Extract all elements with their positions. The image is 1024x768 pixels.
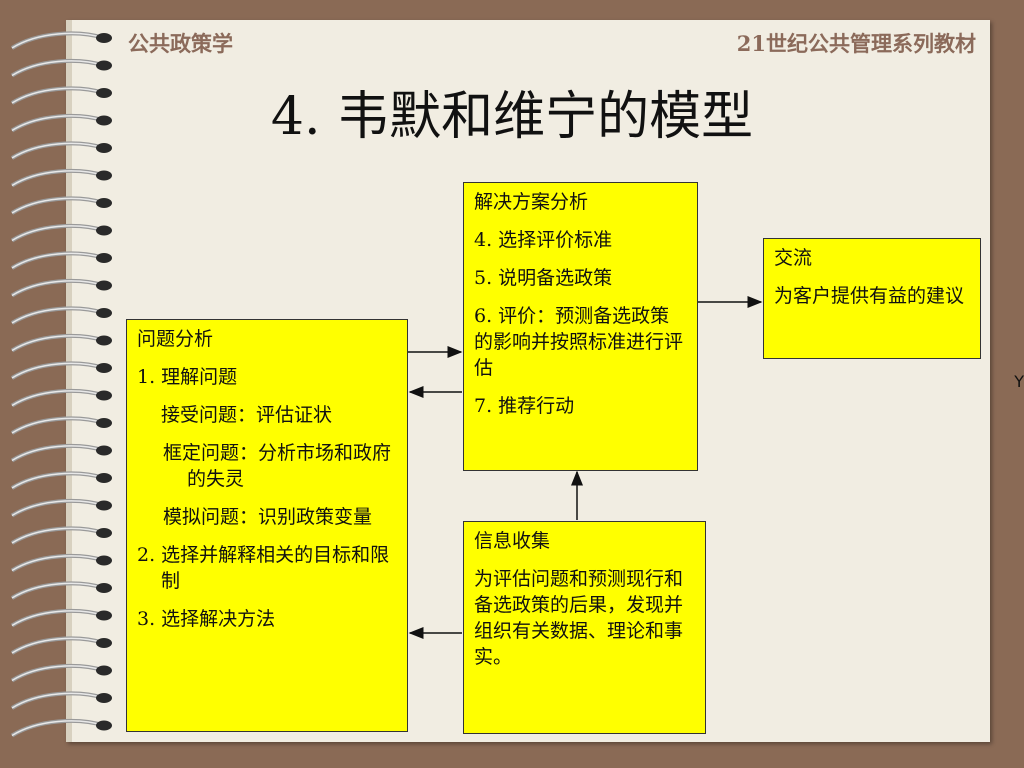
edge-mark: Y [1014, 372, 1024, 391]
spiral-ring-highlight [11, 555, 105, 572]
spiral-binding [10, 31, 112, 738]
problem-sub-1: 接受问题：评估证状 [161, 404, 333, 426]
problem-item-3: 3. 选择解决方法 [137, 608, 276, 630]
solution-item-7: 7. 推荐行动 [474, 395, 575, 417]
problem-item-2: 2. 选择并解释相关的目标和限制 [137, 544, 390, 592]
spiral-ring-highlight [11, 225, 105, 242]
spiral-ring-highlight [11, 445, 105, 462]
communication-heading: 交流 [774, 247, 813, 269]
spiral-hole [96, 33, 112, 43]
spiral-ring-highlight [11, 582, 105, 599]
spiral-hole [96, 60, 112, 71]
spiral-hole [96, 308, 112, 318]
spiral-ring-highlight [11, 335, 105, 352]
spiral-ring-highlight [11, 280, 105, 297]
spiral-ring-highlight [11, 527, 105, 544]
spiral-hole [96, 445, 112, 456]
spiral-hole [96, 583, 112, 593]
spiral-hole [96, 143, 112, 153]
spiral-ring-highlight [11, 362, 105, 379]
spiral-hole [96, 693, 112, 703]
spiral-hole [96, 528, 112, 538]
spiral-ring-highlight [11, 500, 105, 517]
spiral-ring-highlight [11, 115, 105, 132]
spiral-ring-highlight [11, 390, 105, 407]
spiral-hole [96, 418, 112, 428]
spiral-hole [96, 198, 112, 208]
spiral-hole [96, 390, 112, 401]
spiral-ring-highlight [11, 307, 105, 324]
spiral-ring-highlight [11, 472, 105, 489]
spiral-hole [96, 610, 112, 621]
spiral-ring-highlight [11, 142, 105, 159]
spiral-hole [96, 280, 112, 291]
spiral-hole [96, 555, 112, 566]
solution-item-4: 4. 选择评价标准 [474, 229, 613, 251]
solution-item-6: 6. 评价：预测备选政策的影响并按照标准进行评估 [474, 305, 684, 379]
spiral-hole [96, 363, 112, 373]
solution-analysis-box: 解决方案分析 4. 选择评价标准 5. 说明备选政策 6. 评价：预测备选政策的… [463, 182, 698, 471]
spiral-ring-highlight [11, 32, 105, 49]
spiral-hole [96, 170, 112, 181]
communication-box: 交流 为客户提供有益的建议 [763, 238, 981, 359]
spiral-hole [96, 335, 112, 346]
communication-body: 为客户提供有益的建议 [774, 285, 965, 307]
spiral-ring-highlight [11, 170, 105, 187]
information-body: 为评估问题和预测现行和备选政策的后果，发现并组织有关数据、理论和事实。 [474, 568, 684, 668]
spiral-hole [96, 665, 112, 676]
spiral-ring-highlight [11, 417, 105, 434]
problem-heading: 问题分析 [137, 328, 214, 350]
spiral-ring-highlight [11, 637, 105, 654]
course-name: 公共政策学 [128, 31, 233, 56]
problem-analysis-box: 问题分析 1. 理解问题 接受问题：评估证状 框定问题：分析市场和政府的失灵 模… [126, 319, 408, 732]
spiral-ring-highlight [11, 720, 105, 737]
spiral-hole [96, 115, 112, 126]
spiral-hole [96, 720, 112, 731]
information-gathering-box: 信息收集 为评估问题和预测现行和备选政策的后果，发现并组织有关数据、理论和事实。 [463, 521, 706, 734]
spiral-hole [96, 253, 112, 263]
spiral-ring-highlight [11, 665, 105, 682]
solution-heading: 解决方案分析 [474, 191, 589, 213]
spiral-hole [96, 473, 112, 483]
spiral-ring-highlight [11, 610, 105, 627]
slide-title: 4. 韦默和维宁的模型 [270, 87, 754, 147]
spiral-hole [96, 500, 112, 511]
problem-sub-3: 模拟问题：识别政策变量 [163, 506, 373, 528]
spiral-hole [96, 638, 112, 648]
solution-item-5: 5. 说明备选政策 [474, 267, 613, 289]
spiral-ring-highlight [11, 692, 105, 709]
spiral-ring-highlight [11, 252, 105, 269]
problem-item-1: 1. 理解问题 [137, 366, 238, 388]
spiral-ring-highlight [11, 87, 105, 104]
spiral-hole [96, 225, 112, 236]
page-shadow [66, 20, 72, 742]
spiral-ring-highlight [11, 197, 105, 214]
problem-sub-2: 框定问题：分析市场和政府的失灵 [163, 442, 392, 490]
information-heading: 信息收集 [474, 530, 551, 552]
spiral-hole [96, 88, 112, 98]
series-name: 21世纪公共管理系列教材 [736, 31, 976, 56]
spiral-ring-highlight [11, 60, 105, 77]
